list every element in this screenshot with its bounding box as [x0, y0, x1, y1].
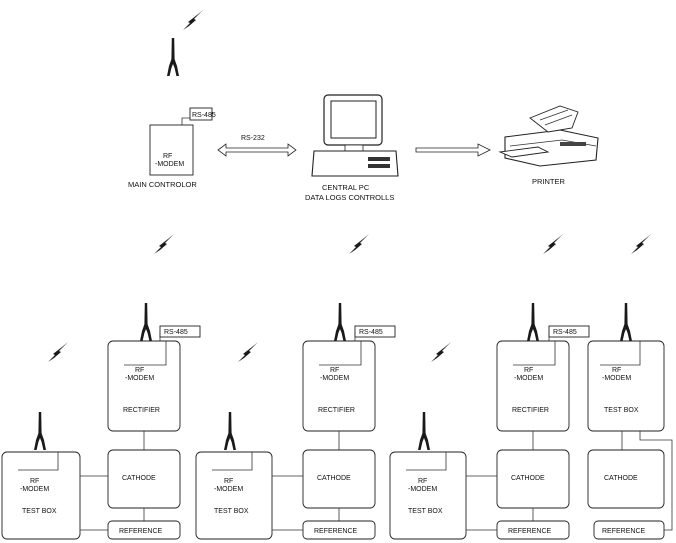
cathode-label: CATHODE [604, 475, 638, 482]
reference-label: REFERENCE [314, 528, 358, 535]
field-group-1: RF -MODEM TEST BOX RS-485 RF -MODEM RECT… [1, 234, 201, 540]
field-group-2: RF -MODEM TEST BOX RS-485 RF -MODEM RECT… [195, 234, 396, 540]
rectifier-label: RECTIFIER [318, 407, 355, 414]
antenna-icon [418, 412, 430, 450]
modem-label-line2: -MODEM [408, 486, 437, 493]
signal-bolt-icon [431, 342, 451, 362]
rs485-label: RS-485 [553, 329, 577, 336]
modem-label-line2: -MODEM [320, 375, 349, 382]
rs485-label: RS-485 [192, 112, 216, 119]
central-pc-label-line2: DATA LOGS CONTROLLS [305, 193, 394, 202]
field-group-right: RF -MODEM TEST BOX CATHODE REFERENCE [587, 234, 673, 540]
signal-bolt-icon [183, 10, 203, 30]
modem-label-line1: RF [224, 478, 233, 485]
test-box-label: TEST BOX [604, 407, 639, 414]
modem-label-line2: -MODEM [125, 375, 154, 382]
rs232-label: RS-232 [241, 135, 265, 142]
field-group-3: RF -MODEM TEST BOX RS-485 RF -MODEM RECT… [389, 234, 590, 540]
signal-bolt-icon [631, 234, 651, 254]
reference-label: REFERENCE [119, 528, 163, 535]
rs232-link: RS-232 [217, 135, 297, 157]
cathode-label: CATHODE [122, 475, 156, 482]
rs485-tag [548, 325, 590, 338]
rs485-label: RS-485 [164, 329, 188, 336]
signal-bolt-icon [154, 234, 174, 254]
test-box [195, 451, 273, 540]
modem-label-line1: RF [612, 367, 621, 374]
central-pc-label-line1: CENTRAL PC [322, 183, 370, 192]
antenna-icon [334, 303, 346, 341]
main-controller-box [149, 124, 194, 176]
antenna-icon [34, 412, 46, 450]
rectifier-box [302, 340, 376, 432]
modem-label-line1: RF [163, 153, 172, 160]
modem-label-line2: -MODEM [514, 375, 543, 382]
test-box-label: TEST BOX [214, 508, 249, 515]
rectifier-box [496, 340, 570, 432]
test-box-label: TEST BOX [408, 508, 443, 515]
rs485-tag [159, 325, 201, 338]
signal-bolt-icon [48, 342, 68, 362]
main-controller-label: MAIN CONTROLOR [128, 180, 197, 189]
modem-label-line2: -MODEM [214, 486, 243, 493]
rs485-tag [189, 107, 213, 121]
test-box [389, 451, 467, 540]
rs485-label: RS-485 [359, 329, 383, 336]
test-box-label: TEST BOX [22, 508, 57, 515]
printer-label: PRINTER [532, 177, 566, 186]
signal-bolt-icon [238, 342, 258, 362]
rs485-tag [354, 325, 396, 338]
printer-icon [504, 129, 599, 167]
cathode-box [587, 449, 665, 509]
cathode-label: CATHODE [511, 475, 545, 482]
signal-bolt-icon [543, 234, 563, 254]
reference-label: REFERENCE [508, 528, 552, 535]
main-controller: RS-485 RF -MODEM MAIN CONTROLOR [128, 10, 216, 189]
computer-case-icon [311, 150, 399, 177]
antenna-icon [620, 303, 632, 341]
modem-label-line2: -MODEM [20, 486, 49, 493]
antenna-icon [167, 38, 179, 76]
rectifier-label: RECTIFIER [512, 407, 549, 414]
arrow-right-icon [415, 143, 491, 157]
signal-bolt-icon [349, 234, 369, 254]
modem-label-line1: RF [135, 367, 144, 374]
modem-label-line2: -MODEM [602, 375, 631, 382]
antenna-icon [224, 412, 236, 450]
central-pc: CENTRAL PC DATA LOGS CONTROLLS [305, 94, 399, 202]
rectifier-label: RECTIFIER [123, 407, 160, 414]
printer: PRINTER [498, 105, 599, 186]
modem-label-line1: RF [30, 478, 39, 485]
modem-label-line2: -MODEM [155, 161, 184, 168]
double-arrow-icon [217, 143, 297, 157]
test-box [1, 451, 81, 540]
modem-label-line1: RF [524, 367, 533, 374]
reference-label: REFERENCE [602, 528, 646, 535]
test-box [587, 340, 665, 432]
antenna-icon [140, 303, 152, 341]
modem-label-line1: RF [418, 478, 427, 485]
antenna-icon [527, 303, 539, 341]
cathode-label: CATHODE [317, 475, 351, 482]
modem-label-line1: RF [330, 367, 339, 374]
rectifier-box [107, 340, 181, 432]
